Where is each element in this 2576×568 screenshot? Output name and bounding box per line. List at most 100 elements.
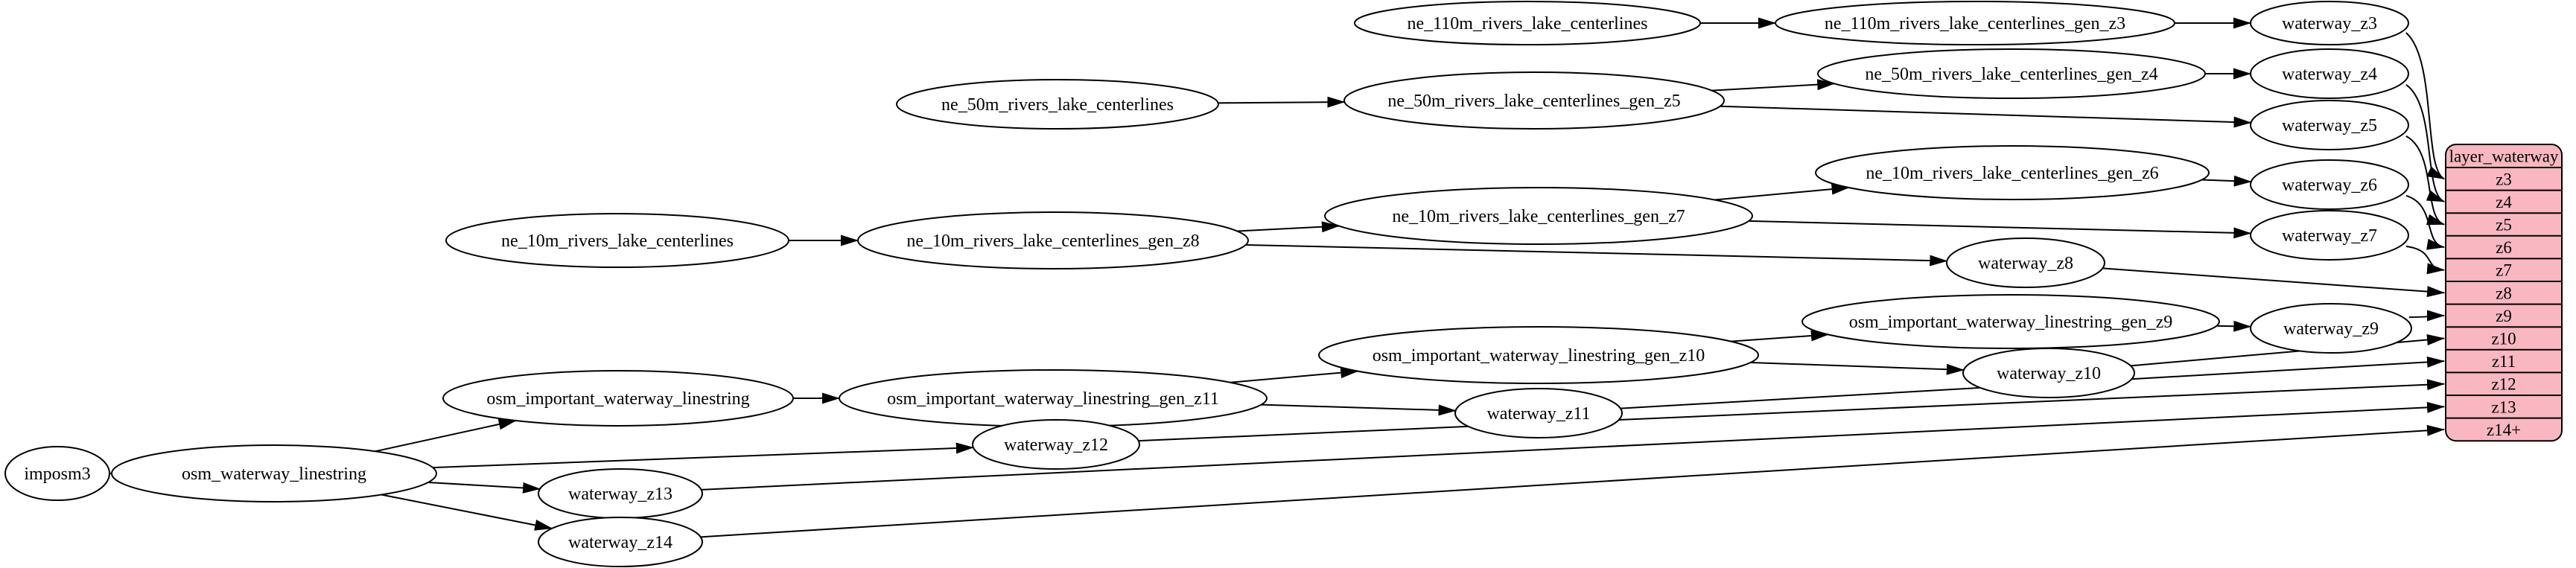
node-label-waterway_z13: waterway_z13 — [568, 485, 672, 504]
edge-waterway_z3-to-layer_waterway-z3 — [2405, 32, 2445, 180]
edge-waterway_z13-to-layer_waterway-z13 — [701, 401, 2445, 491]
record-row-z10: z10 — [2491, 330, 2516, 348]
node-label-ne_110m_rivers_lake_centerlines_gen_z3: ne_110m_rivers_lake_centerlines_gen_z3 — [1825, 14, 2125, 33]
node-label-waterway_z8: waterway_z8 — [1978, 254, 2073, 273]
node-label-ne_110m_rivers_lake_centerlines: ne_110m_rivers_lake_centerlines — [1408, 14, 1648, 33]
edges — [95, 17, 2445, 538]
node-label-waterway_z9: waterway_z9 — [2283, 319, 2379, 339]
node-label-ne_50m_rivers_lake_centerlines_gen_z4: ne_50m_rivers_lake_centerlines_gen_z4 — [1865, 65, 2157, 84]
edge-osm_important_waterway_linestring_gen_z10-to-osm_important_waterway_linestring_gen_z9 — [1731, 330, 1829, 342]
edge-ne_10m_rivers_lake_centerlines_gen_z7-to-ne_10m_rivers_lake_centerlines_gen_z6 — [1714, 183, 1850, 201]
node-imposm3: imposm3 — [4, 446, 110, 501]
edge-ne_10m_rivers_lake_centerlines_gen_z7-to-waterway_z7 — [1749, 220, 2252, 239]
edge-waterway_z8-to-layer_waterway-z8 — [2102, 267, 2445, 298]
record-row-z14+: z14+ — [2487, 421, 2521, 439]
edge-waterway_z5-to-layer_waterway-z5 — [2405, 135, 2445, 226]
record-title: layer_waterway — [2449, 147, 2559, 166]
node-waterway_z8: waterway_z8 — [1946, 237, 2105, 288]
node-waterway_z13: waterway_z13 — [538, 468, 703, 519]
record-box — [2445, 144, 2563, 442]
node-ellipse-waterway_z12 — [972, 419, 1140, 470]
node-waterway_z9: waterway_z9 — [2250, 303, 2412, 354]
node-waterway_z4: waterway_z4 — [2250, 48, 2409, 99]
edge-osm_waterway_linestring-to-waterway_z13 — [427, 482, 541, 494]
node-waterway_z12: waterway_z12 — [972, 419, 1140, 470]
edge-ne_10m_rivers_lake_centerlines_gen_z8-to-waterway_z8 — [1245, 243, 1948, 267]
node-label-ne_50m_rivers_lake_centerlines: ne_50m_rivers_lake_centerlines — [941, 95, 1174, 115]
record-row-z5: z5 — [2496, 216, 2512, 234]
node-ne_10m_rivers_lake_centerlines: ne_10m_rivers_lake_centerlines — [445, 213, 789, 268]
node-osm_waterway_linestring: osm_waterway_linestring — [111, 444, 437, 502]
node-label-osm_important_waterway_linestring_gen_z10: osm_important_waterway_linestring_gen_z1… — [1373, 346, 1705, 366]
node-ellipse-ne_50m_rivers_lake_centerlines_gen_z5 — [1343, 71, 1725, 130]
node-label-ne_10m_rivers_lake_centerlines_gen_z6: ne_10m_rivers_lake_centerlines_gen_z6 — [1866, 164, 2158, 183]
edge-waterway_z12-to-layer_waterway-z12 — [1138, 379, 2445, 442]
node-label-waterway_z10: waterway_z10 — [1997, 364, 2101, 383]
record-row-z11: z11 — [2492, 352, 2516, 371]
node-label-waterway_z5: waterway_z5 — [2282, 116, 2377, 135]
node-ellipse-waterway_z4 — [2250, 48, 2409, 99]
node-ellipse-waterway_z5 — [2250, 100, 2409, 150]
node-waterway_z11: waterway_z11 — [1454, 388, 1623, 438]
node-label-waterway_z6: waterway_z6 — [2282, 176, 2377, 195]
node-label-osm_waterway_linestring: osm_waterway_linestring — [182, 465, 366, 484]
node-ellipse-ne_10m_rivers_lake_centerlines — [445, 213, 789, 268]
record-row-z4: z4 — [2496, 193, 2512, 211]
node-ellipse-waterway_z11 — [1454, 388, 1623, 438]
node-ellipse-waterway_z14 — [538, 517, 703, 567]
node-label-osm_important_waterway_linestring_gen_z11: osm_important_waterway_linestring_gen_z1… — [887, 389, 1219, 409]
node-label-ne_10m_rivers_lake_centerlines_gen_z7: ne_10m_rivers_lake_centerlines_gen_z7 — [1392, 207, 1685, 226]
record-layer_waterway: layer_waterwayz3z4z5z6z7z8z9z10z11z12z13… — [2445, 144, 2563, 442]
edge-osm_important_waterway_linestring_gen_z10-to-waterway_z10 — [1750, 361, 1965, 375]
node-label-osm_important_waterway_linestring: osm_important_waterway_linestring — [486, 389, 749, 409]
node-osm_important_waterway_linestring_gen_z9: osm_important_waterway_linestring_gen_z9 — [1801, 294, 2220, 349]
edge-osm_waterway_linestring-to-osm_important_waterway_linestring — [375, 418, 517, 453]
record-row-z12: z12 — [2491, 375, 2516, 394]
node-ellipse-waterway_z3 — [2250, 1, 2409, 45]
node-ellipse-ne_110m_rivers_lake_centerlines — [1354, 1, 1701, 45]
node-ellipse-waterway_z8 — [1946, 237, 2105, 288]
edge-waterway_z6-to-layer_waterway-z6 — [2405, 194, 2445, 250]
record-row-z9: z9 — [2496, 307, 2512, 325]
node-ellipse-osm_important_waterway_linestring_gen_z9 — [1801, 294, 2220, 349]
node-label-waterway_z3: waterway_z3 — [2282, 14, 2377, 33]
node-waterway_z3: waterway_z3 — [2250, 1, 2409, 45]
edge-osm_waterway_linestring-to-waterway_z14 — [381, 494, 553, 531]
node-label-waterway_z11: waterway_z11 — [1486, 404, 1590, 424]
node-waterway_z5: waterway_z5 — [2250, 100, 2409, 150]
edge-osm_important_waterway_linestring_gen_z9-to-waterway_z9 — [2216, 320, 2252, 332]
record-row-z8: z8 — [2496, 284, 2512, 302]
edge-waterway_z7-to-layer_waterway-z7 — [2405, 245, 2445, 275]
node-label-waterway_z14: waterway_z14 — [568, 533, 672, 552]
node-label-waterway_z12: waterway_z12 — [1004, 435, 1108, 455]
node-ellipse-osm_waterway_linestring — [111, 444, 437, 502]
node-ellipse-ne_10m_rivers_lake_centerlines_gen_z6 — [1815, 145, 2210, 200]
edge-waterway_z14-to-layer_waterway-z14+ — [700, 424, 2445, 538]
node-ne_50m_rivers_lake_centerlines_gen_z4: ne_50m_rivers_lake_centerlines_gen_z4 — [1817, 48, 2206, 99]
edge-ne_10m_rivers_lake_centerlines_gen_z8-to-ne_10m_rivers_lake_centerlines_gen_z7 — [1237, 221, 1340, 233]
node-waterway_z6: waterway_z6 — [2250, 159, 2409, 210]
edge-waterway_z9-to-layer_waterway-z9 — [2408, 310, 2445, 322]
node-osm_important_waterway_linestring: osm_important_waterway_linestring — [442, 370, 794, 427]
node-waterway_z7: waterway_z7 — [2250, 210, 2409, 261]
edge-ne_50m_rivers_lake_centerlines_gen_z5-to-ne_50m_rivers_lake_centerlines_gen_z4 — [1711, 79, 1836, 92]
node-label-waterway_z7: waterway_z7 — [2282, 226, 2377, 246]
node-ellipse-imposm3 — [4, 446, 110, 501]
node-ellipse-waterway_z10 — [1962, 348, 2135, 398]
node-waterway_z10: waterway_z10 — [1962, 348, 2135, 398]
node-ne_10m_rivers_lake_centerlines_gen_z6: ne_10m_rivers_lake_centerlines_gen_z6 — [1815, 145, 2210, 200]
node-label-waterway_z4: waterway_z4 — [2282, 65, 2377, 84]
node-ne_50m_rivers_lake_centerlines: ne_50m_rivers_lake_centerlines — [896, 79, 1219, 130]
node-ellipse-waterway_z7 — [2250, 210, 2409, 261]
node-ellipse-waterway_z6 — [2250, 159, 2409, 210]
edge-ne_10m_rivers_lake_centerlines_gen_z6-to-waterway_z6 — [2201, 175, 2252, 187]
edge-ne_50m_rivers_lake_centerlines-to-ne_50m_rivers_lake_centerlines_gen_z5 — [1218, 96, 1346, 108]
node-ellipse-waterway_z9 — [2250, 303, 2412, 354]
edge-waterway_z4-to-layer_waterway-z4 — [2405, 84, 2445, 202]
node-label-ne_10m_rivers_lake_centerlines: ne_10m_rivers_lake_centerlines — [501, 232, 734, 251]
node-ellipse-osm_important_waterway_linestring — [442, 370, 794, 427]
record-row-z6: z6 — [2496, 238, 2512, 257]
record-row-z7: z7 — [2496, 261, 2512, 280]
node-ellipse-ne_10m_rivers_lake_centerlines_gen_z8 — [857, 211, 1249, 269]
